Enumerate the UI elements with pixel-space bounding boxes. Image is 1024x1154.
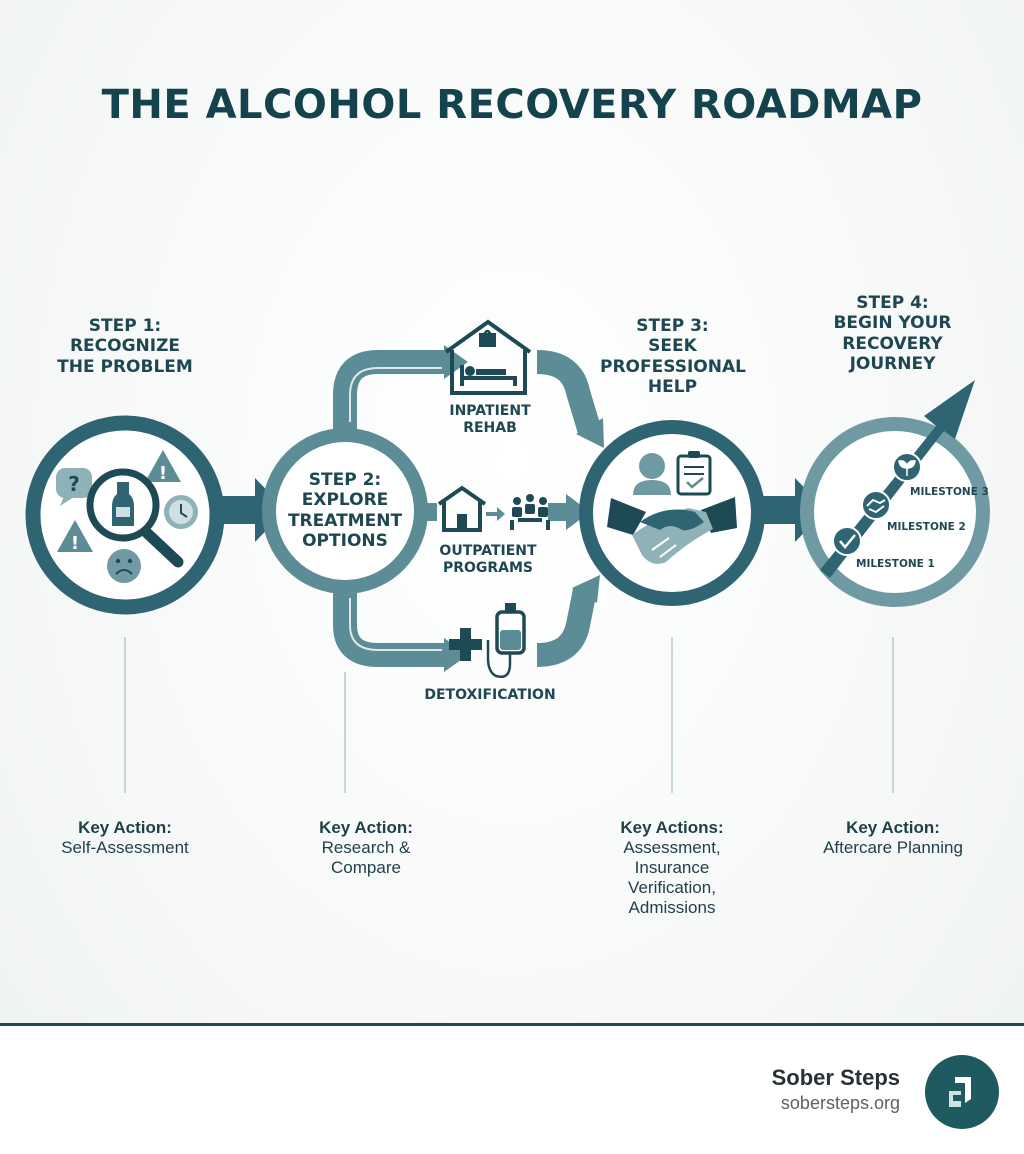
key-action-value: Aftercare Planning [823,837,963,857]
step4-key-action: Key Action: Aftercare Planning [788,818,998,858]
milestone-1-label: MILESTONE 1 [856,558,935,570]
inpatient-label: INPATIENT REHAB [449,403,531,436]
branch-pipes [333,350,602,667]
inpatient-house-icon [444,319,532,395]
key-action-value: Self-Assessment [61,837,189,857]
milestone-3-label: MILESTONE 3 [910,486,989,498]
step3-key-action: Key Actions: Assessment, Insurance Verif… [572,818,772,917]
step1-circle: ? ! ! [25,415,225,615]
step3-label: STEP 3: SEEK PROFESSIONAL HELP [600,316,746,398]
outpatient-label: OUTPATIENT PROGRAMS [439,543,537,576]
handshake-icon [607,497,737,564]
step1-label: STEP 1: RECOGNIZE THE PROBLEM [57,316,193,377]
iv-bag-icon [486,603,526,678]
step2-label: STEP 2: EXPLORE TREATMENT OPTIONS [287,470,403,552]
step3-circle [579,420,765,606]
warning-icon: ! [57,520,93,554]
key-action-title: Key Actions: [620,818,724,837]
question-bubble-icon: ? [56,468,92,506]
milestone-2-icon [861,490,891,520]
clipboard-icon [676,451,712,496]
growth-arrow-icon [820,380,975,578]
key-action-title: Key Action: [319,818,413,837]
magnifying-glass-icon [86,468,184,568]
branch-arrow-top-in [576,418,604,448]
brand-name: Sober Steps [771,1065,900,1090]
outpatient-home-icon [437,485,487,532]
detox-label: DETOXIFICATION [424,687,556,703]
medical-cross-icon [449,628,482,661]
group-therapy-icon [510,494,550,530]
step4-circle [800,380,990,607]
outpatient-arrow-icon [486,507,505,521]
svg-text:?: ? [68,472,80,496]
branch-arrow-mid [566,494,590,530]
brand-url[interactable]: sobersteps.org [780,1093,900,1113]
key-action-title: Key Action: [846,818,940,837]
brand[interactable]: Sober Steps sobersteps.org [772,1065,900,1114]
step2-key-action: Key Action: Research & Compare [266,818,466,878]
page-title: THE ALCOHOL RECOVERY ROADMAP [101,82,923,128]
key-action-value: Assessment, Insurance Verification, Admi… [623,837,721,917]
milestone-2-label: MILESTONE 2 [887,521,966,533]
milestone-1-icon [832,526,862,556]
person-icon [633,453,671,495]
brand-logo-icon[interactable] [925,1055,999,1129]
footer-divider [0,1023,1024,1026]
key-action-title: Key Action: [78,818,172,837]
milestone-3-icon [892,452,922,482]
branch-arrow-bottom-in [572,575,600,603]
step4-label: STEP 4: BEGIN YOUR RECOVERY JOURNEY [833,293,952,375]
guide-lines [124,637,894,793]
clock-icon [164,495,198,529]
step2-circle [262,428,428,594]
sad-face-icon [107,549,141,583]
step1-key-action: Key Action: Self-Assessment [25,818,225,858]
footer [0,1026,1024,1154]
warning-icon: ! [145,450,181,484]
svg-text:!: ! [159,463,167,484]
key-action-value: Research & Compare [321,837,411,877]
svg-text:!: ! [71,533,79,554]
